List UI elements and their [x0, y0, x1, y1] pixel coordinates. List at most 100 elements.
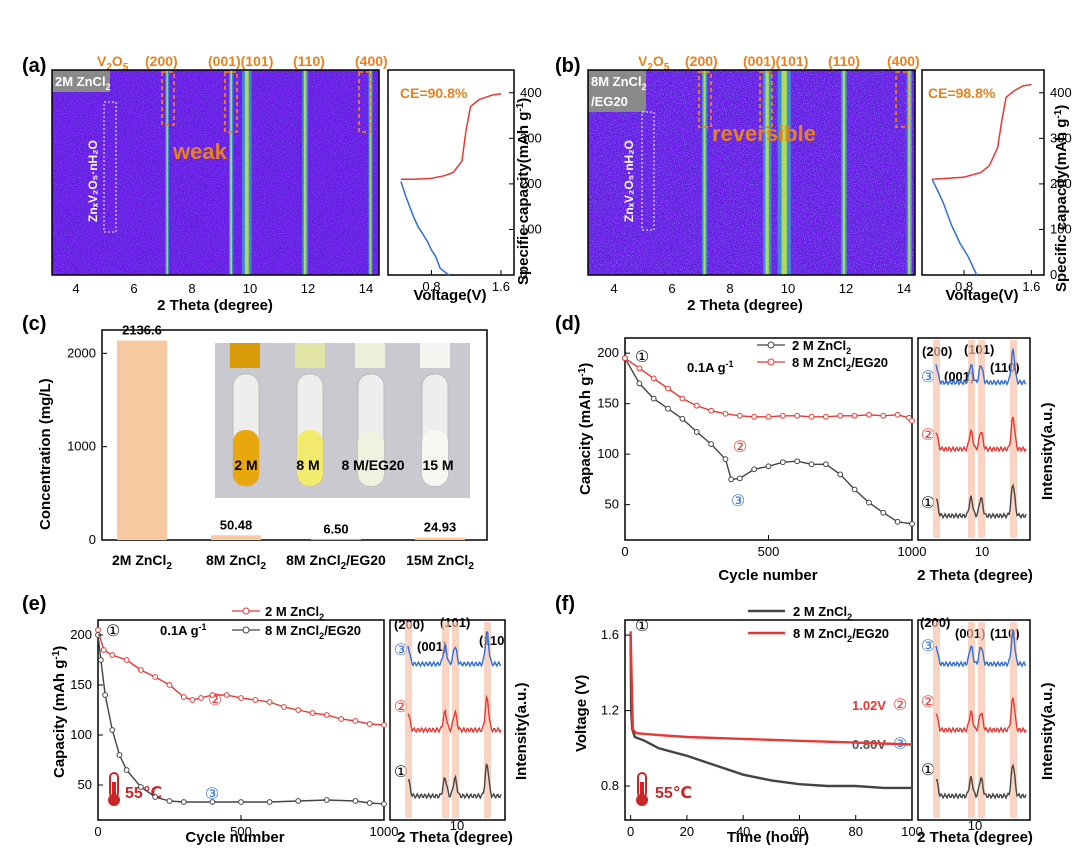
series-line-0 — [624, 357, 913, 525]
heatmap-b-xaxis: 4 6 8 10 12 14 2 Theta (degree) — [610, 281, 911, 314]
data-point — [866, 411, 872, 418]
data-point — [309, 710, 316, 716]
y-tick-label: 300 — [1050, 130, 1072, 145]
box-b-200 — [698, 71, 712, 128]
species-label-a: ZnₓV₂O₅·nH₂O — [86, 140, 100, 222]
x-tick-label: 20 — [680, 824, 694, 839]
data-point — [636, 365, 643, 372]
peak-band — [968, 622, 975, 818]
vial-8m-liquid — [297, 430, 323, 486]
data-point — [894, 411, 901, 418]
xrd-pattern — [935, 697, 1027, 734]
bar-value-label: 6.50 — [323, 521, 348, 536]
annotation-b: reversible — [712, 121, 816, 146]
y-tick-label: 200 — [597, 345, 619, 360]
data-point — [166, 682, 173, 688]
box-a-001 — [224, 71, 238, 133]
heatmap-a-xlabel: 2 Theta (degree) — [157, 297, 273, 314]
peak-label-110-b: (110) — [828, 53, 860, 69]
data-point — [381, 801, 387, 807]
y-tick-label: 0 — [1050, 267, 1057, 282]
xrd-pattern — [407, 694, 502, 734]
xrd-f-marker-3: ③ — [921, 638, 935, 655]
xtick: 12 — [301, 281, 315, 296]
data-point — [851, 486, 858, 493]
xrd-pattern — [935, 348, 1027, 387]
species-box-a — [103, 101, 117, 233]
legend-e: 2 M ZnCl2 8 M ZnCl2/EG20 — [232, 604, 361, 641]
y-tick-label: 1.6 — [601, 627, 619, 642]
vial-cap-8m — [295, 343, 325, 368]
x-tick-label: 60 — [792, 824, 806, 839]
vial-15m-liquid — [422, 430, 448, 486]
x-tick-label: 0.8 — [422, 279, 440, 294]
xrd-f-marker-1: ① — [921, 762, 935, 779]
marker-f-2: ② — [893, 697, 907, 714]
data-point — [238, 695, 244, 701]
panel-f: (f) Voltage (V) Time (hour) 2 M ZnCl2 8 … — [555, 593, 923, 846]
data-point — [252, 697, 259, 703]
peak-band — [1010, 340, 1017, 538]
legend-d-label-0: 2 M ZnCl2 — [792, 338, 851, 356]
data-point — [622, 355, 628, 362]
y-tick-label: 100 — [520, 221, 542, 236]
y-tick-label: 0 — [520, 267, 527, 282]
data-point — [909, 417, 915, 424]
panel-d-ylabel: Capacity (mAh g-1) — [577, 363, 594, 495]
y-tick-label: 0 — [89, 532, 96, 547]
data-point — [209, 692, 216, 698]
data-point — [366, 800, 373, 806]
voltage-plot-b-frame — [921, 69, 1045, 276]
xtick: 10 — [243, 281, 257, 296]
xrd-e-xlabel: 2 Theta (degree) — [397, 829, 513, 846]
peak-band — [968, 340, 975, 538]
legend-e-marker-0 — [242, 607, 250, 615]
xrd-d-xlabel: 2 Theta (degree) — [917, 567, 1033, 584]
data-point — [808, 461, 815, 468]
data-point — [722, 456, 729, 463]
bar-value-label: 50.48 — [220, 517, 253, 532]
peak-band — [405, 622, 412, 818]
species-label-b: ZnₓV₂O₅·nH₂O — [622, 140, 636, 222]
xrd-e-frame — [389, 619, 506, 821]
diffraction-streak-core — [908, 70, 911, 275]
y-tick-label: 400 — [1050, 85, 1072, 100]
series-line-0 — [629, 635, 912, 790]
panel-f-ylabel: Voltage (V) — [573, 675, 590, 752]
data-point — [823, 461, 829, 468]
data-point — [198, 695, 204, 701]
vial-2m-liquid — [233, 430, 259, 486]
v2o5-label-b: V2O5 — [638, 53, 670, 73]
category-label-15m: 15M ZnCl2 — [406, 552, 474, 572]
data-point — [266, 799, 273, 805]
data-point — [736, 475, 743, 482]
voltage-xlabel-b: Voltage(V) — [945, 287, 1018, 304]
xrd-d-marker-1: ① — [921, 495, 935, 512]
data-point — [779, 459, 786, 466]
diffraction-streak-core — [703, 70, 706, 275]
series-line-1 — [97, 634, 385, 805]
panel-e-xlabel: Cycle number — [185, 829, 284, 846]
y-tick-label: 200 — [520, 176, 542, 191]
xrd-pattern — [935, 416, 1027, 453]
data-point — [794, 458, 801, 465]
xrd-inset-f: 2 Theta (degree) 10 Intensity(a.u.) (200… — [917, 615, 1056, 846]
panel-b: (b) V2O5 (200) (001)(101) (110) (400) 8M… — [555, 53, 1072, 314]
box-b-400 — [895, 71, 909, 128]
heatmap-b-lines — [701, 70, 913, 275]
data-point — [100, 647, 107, 653]
xtick: 8 — [726, 281, 733, 296]
xrd-e-marker-2: ② — [394, 699, 408, 716]
photo-label-15m: 15 M — [422, 457, 453, 473]
series-line-1 — [624, 357, 913, 422]
data-point — [102, 692, 109, 698]
xrd-e-peak-110: (110 — [479, 633, 504, 648]
thermometer-icon — [636, 772, 648, 806]
xtick: 12 — [839, 281, 853, 296]
electrolyte-label-a: 2M ZnCl2 — [55, 74, 111, 92]
xtick: 6 — [668, 281, 675, 296]
xrd-pattern — [407, 630, 502, 668]
x-tick-label: 500 — [230, 824, 252, 839]
data-point — [295, 707, 302, 713]
panel-d-xlabel: Cycle number — [718, 567, 817, 584]
